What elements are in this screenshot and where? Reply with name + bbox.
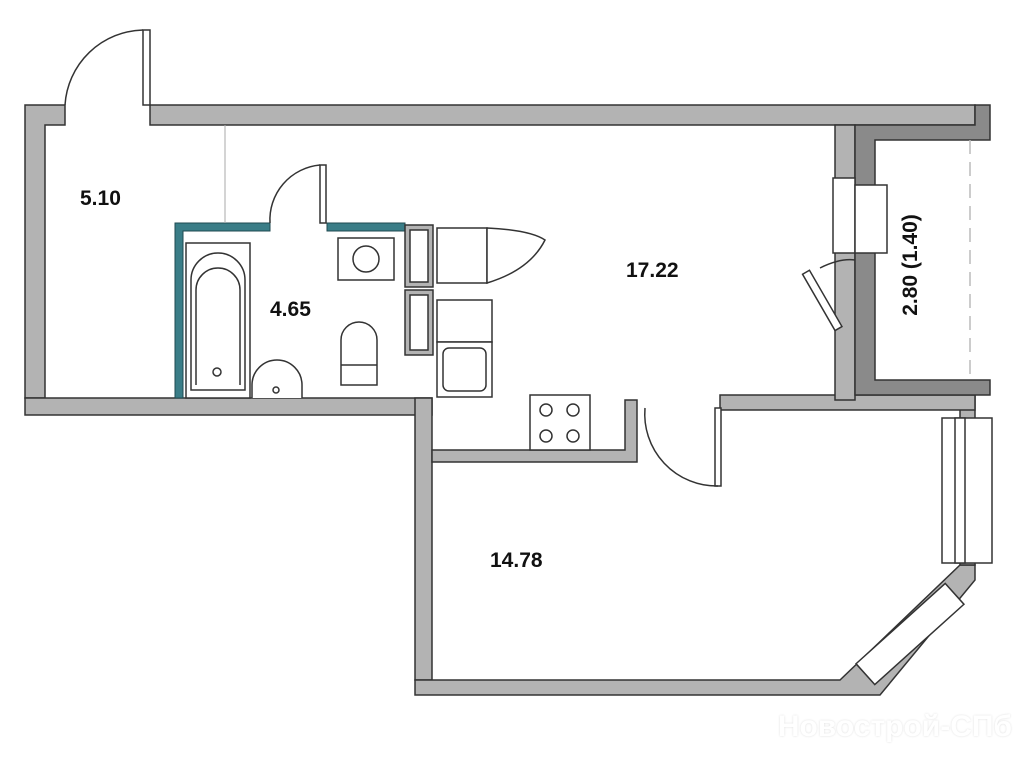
bathroom-wall-right	[326, 222, 406, 232]
entrance-door-swing	[64, 29, 144, 106]
sink	[251, 359, 303, 398]
wall-bottom-left	[24, 397, 433, 416]
bathtub-basin	[190, 252, 246, 391]
vent-shaft-inner-2	[409, 294, 429, 351]
bedroom-window	[941, 417, 993, 564]
room-area-bedroom: 14.78	[490, 549, 543, 572]
wall-balcony-partition	[834, 124, 856, 401]
toilet	[340, 321, 378, 386]
balcony-window	[832, 177, 856, 254]
balcony-window-sill	[854, 184, 888, 254]
balcony-door	[801, 269, 843, 332]
wall-top	[149, 104, 976, 126]
room-area-bathroom: 4.65	[270, 298, 311, 321]
bedroom-door	[714, 407, 722, 487]
bathroom-door-swing	[269, 164, 321, 224]
wall-bedroom-left	[414, 397, 433, 681]
faucet-icon	[212, 367, 222, 377]
balcony-door-swing	[819, 258, 856, 269]
watermark: Новострой-СПб	[777, 710, 1012, 743]
room-area-kitchen-living: 17.22	[626, 259, 679, 282]
bathtub-inner	[195, 267, 241, 385]
burner-icons	[539, 403, 580, 443]
entrance-door	[142, 29, 151, 106]
balcony-wall	[854, 104, 991, 396]
bedroom-window-2	[854, 582, 966, 686]
kitchen-sink-basin	[442, 347, 487, 392]
stove	[529, 394, 591, 451]
wall-bedroom-bottom	[414, 564, 976, 696]
room-area-hall: 5.10	[80, 187, 121, 210]
bathroom-door	[319, 164, 327, 224]
drain-icon	[272, 386, 280, 394]
fridge-door-swing	[486, 227, 546, 285]
bedroom-door-swing	[644, 407, 719, 487]
wall-bedroom-top	[431, 399, 638, 463]
vent-shaft-inner	[409, 229, 429, 283]
washing-machine-drum	[352, 245, 380, 273]
counter	[436, 299, 493, 343]
room-area-balcony: 2.80 (1.40)	[898, 214, 922, 316]
fridge	[436, 227, 488, 284]
bedroom-window-frame	[954, 417, 966, 564]
wall-top-left	[24, 104, 66, 399]
